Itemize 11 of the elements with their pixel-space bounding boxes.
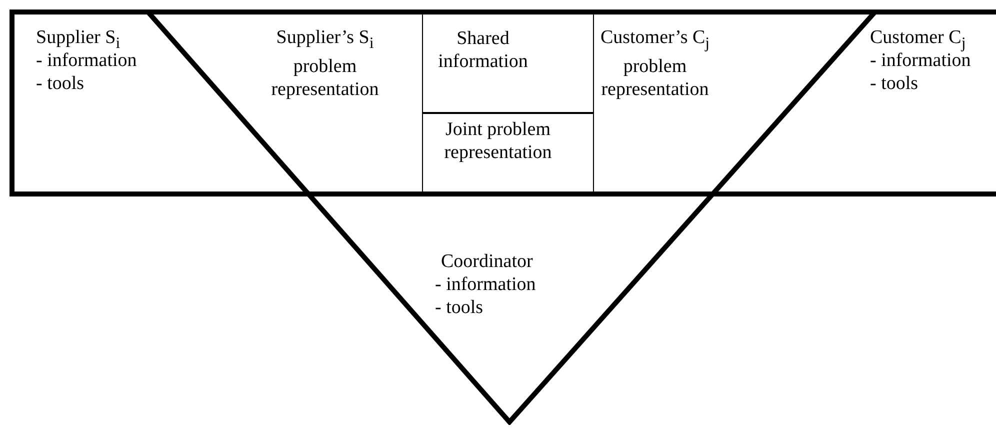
region-text: Customer C$_{j}$: [870, 26, 967, 52]
region-text: Customer’s C$_{j}$ problem representation: [599, 26, 711, 101]
region-text: Supplier’s S$_{i}$ problem representation: [270, 26, 380, 101]
region-text: - information: [870, 50, 972, 72]
region-text: Joint problem representation: [443, 118, 553, 164]
region-text: - tools: [36, 72, 86, 95]
region-text: - information: [435, 273, 537, 296]
region-text: - tools: [870, 72, 920, 95]
region-text: - tools: [435, 296, 484, 319]
region-text: Shared information: [437, 27, 529, 73]
region-text: Coordinator: [441, 250, 534, 273]
